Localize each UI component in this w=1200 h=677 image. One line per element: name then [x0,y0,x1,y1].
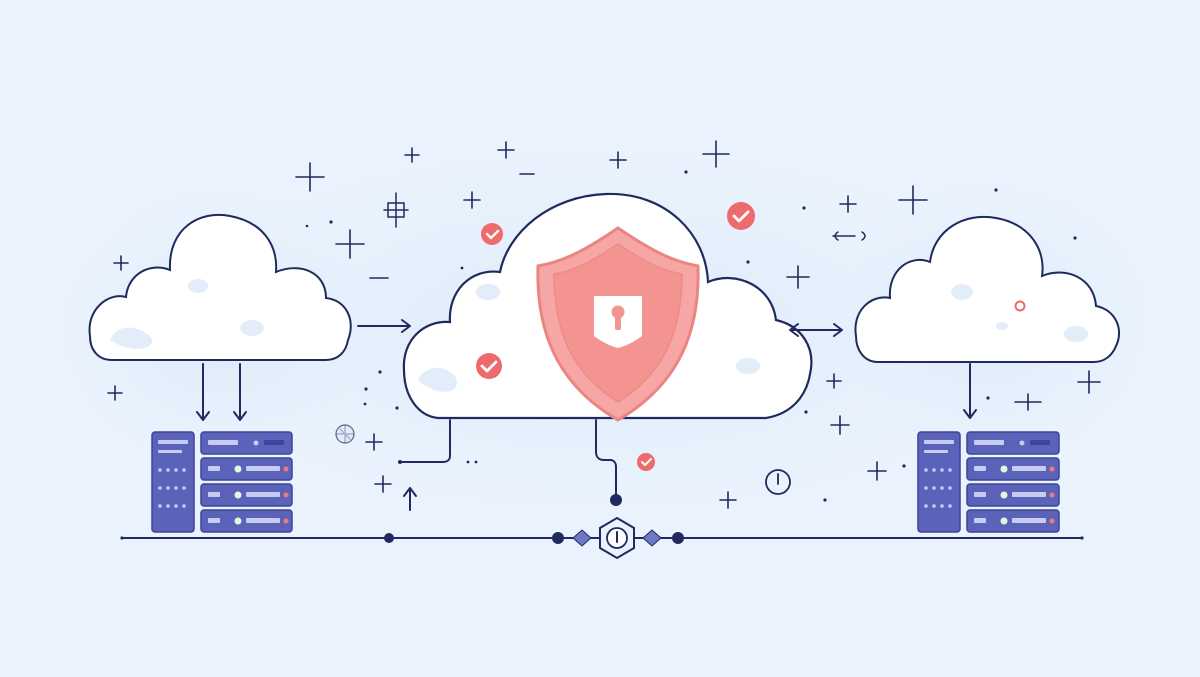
arrow-up [403,487,417,511]
server-unit [200,457,293,481]
arrow-left-cloud-to-server-b [233,363,247,421]
arrow-left-to-center [357,319,411,333]
check-badges [476,202,755,471]
arrow-right-cloud-to-server [963,363,977,419]
connector-node [398,460,402,464]
arrow-bidirectional [789,323,843,337]
shield-lock-icon [536,226,700,422]
connector-node [610,494,622,506]
connector-center-left [401,419,451,463]
arrow-left-cloud-to-server-a [196,363,210,421]
link-icon [832,231,866,241]
bus-diamond [642,529,662,547]
bus-diamond [572,529,592,547]
connectors [196,319,977,511]
crosshair-icon [383,192,409,228]
server-tower [917,431,961,533]
server-unit [966,431,1060,455]
check-badge-icon [637,453,655,471]
server-unit [966,509,1060,533]
pin-icon-ring [335,424,355,444]
left-server-rack [151,431,293,533]
server-unit [200,483,293,507]
bus-node [672,532,684,544]
bus-node [552,532,564,544]
check-badge-icon [476,353,502,379]
bus-node [384,533,394,543]
connector-center-down [595,419,617,498]
sparkles [107,140,1101,509]
right-cloud [854,215,1121,363]
power-icon [765,469,791,495]
check-badge-icon [727,202,755,230]
check-badge-icon [481,223,503,245]
server-unit [200,431,293,455]
server-unit [966,483,1060,507]
server-tower [151,431,195,533]
server-unit [966,457,1060,481]
left-cloud [88,213,352,361]
right-server-rack [917,431,1060,533]
server-unit [200,509,293,533]
hexagon-key-icon [599,516,635,560]
